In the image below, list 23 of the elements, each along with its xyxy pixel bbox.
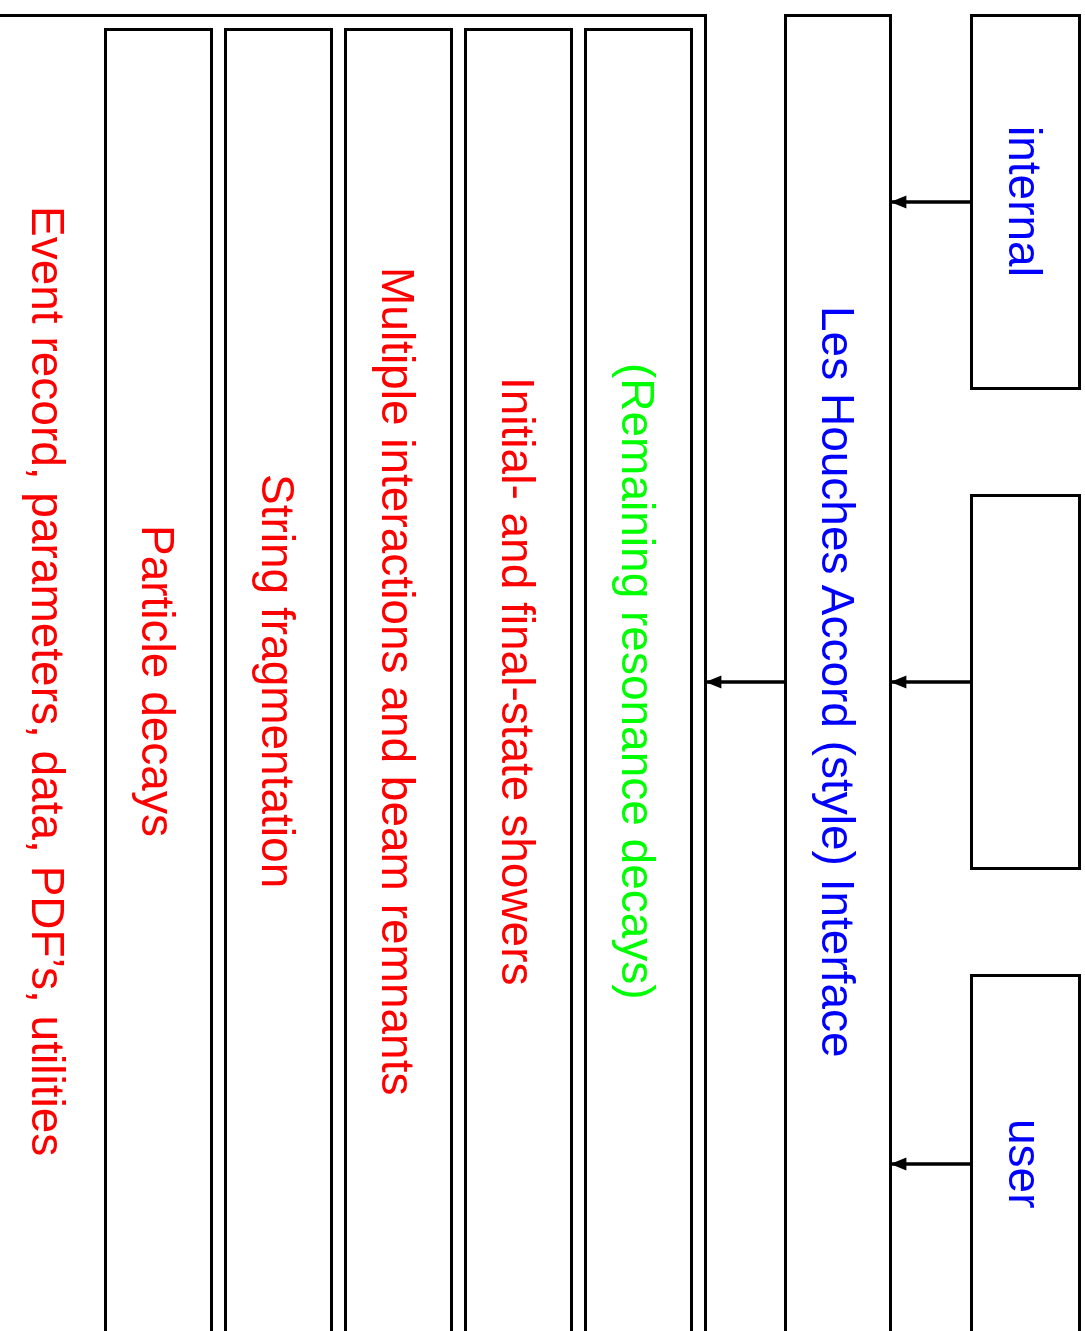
node-label: Multiple interactions and beam remnants: [374, 266, 421, 1096]
node-label: Event record, parameters, data, PDF’s, utilities: [24, 206, 71, 1157]
node-label: user: [1002, 1118, 1048, 1209]
arrow: [890, 195, 970, 209]
node-label: String fragmentation: [254, 473, 301, 889]
process-box: [463, 27, 573, 1331]
process-box: [970, 974, 1081, 1331]
process-box: [103, 27, 213, 1331]
node-label: (Remaining resonance decays): [614, 362, 661, 1000]
process-box: [583, 27, 693, 1331]
process-box: [343, 27, 453, 1331]
process-box: [970, 494, 1081, 870]
arrow: [890, 675, 970, 689]
node-label: internal: [1002, 126, 1048, 277]
arrow: [705, 675, 784, 689]
process-box: [223, 27, 333, 1331]
node-label: Particle decays: [134, 525, 181, 837]
process-box: [970, 14, 1081, 390]
process-box: [784, 14, 892, 1331]
node-label: Initial- and final-state showers: [494, 376, 541, 986]
node-label: Les Houches Accord (style) Interface: [814, 305, 861, 1058]
arrow: [890, 1157, 970, 1171]
process-box: [0, 14, 707, 1331]
